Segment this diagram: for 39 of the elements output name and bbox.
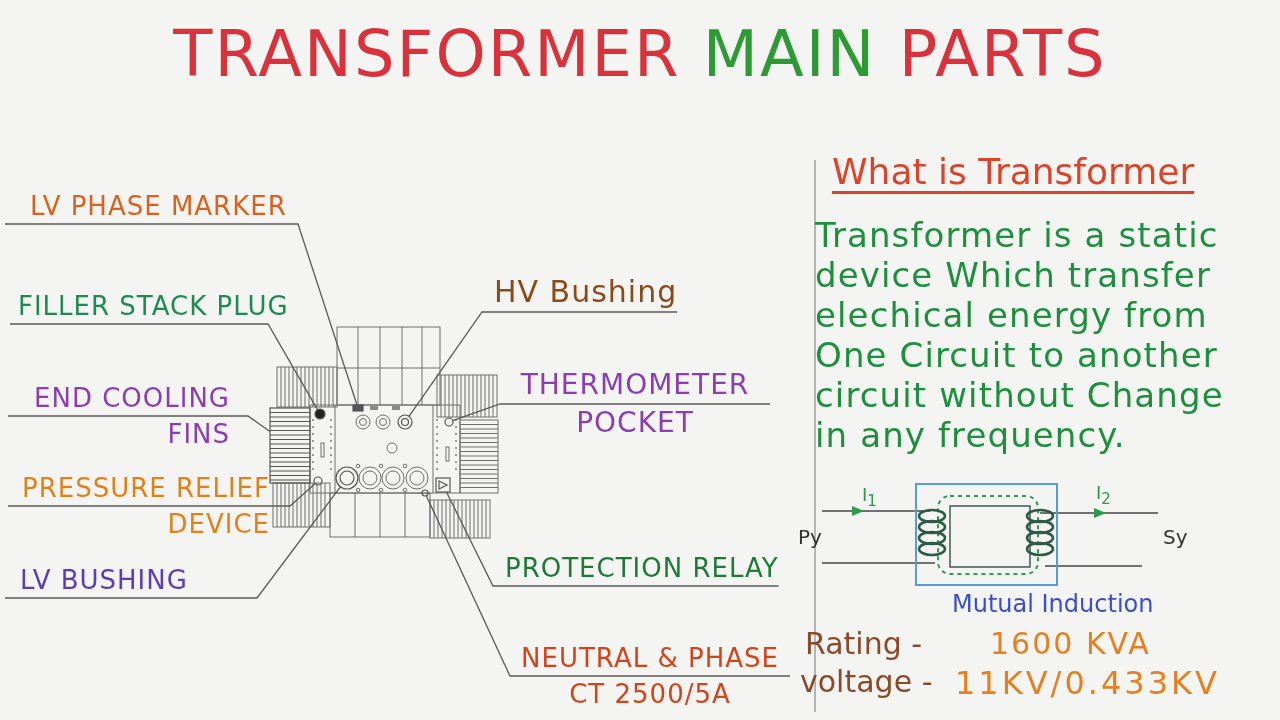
part-label: FILLER STACK PLUG [10, 288, 289, 324]
hv-bushing [397, 414, 413, 430]
part-label: LV BUSHING [5, 562, 188, 598]
voltage-label: voltage - [800, 664, 933, 700]
winding-label: Py [798, 525, 822, 549]
title-heading: TRANSFORMER MAIN PARTS [173, 16, 1107, 93]
current-label: I$_{1}$ [862, 484, 877, 510]
protection-relay [435, 477, 451, 493]
cooling-fins [269, 407, 311, 484]
leader-line [4, 486, 342, 599]
leader-line [445, 491, 780, 587]
part-label: PROTECTION RELAY [493, 550, 779, 586]
relief-device [313, 476, 323, 486]
leader-line [452, 403, 771, 422]
part-label: LV PHASE MARKER [5, 188, 287, 224]
part-label: PRESSURE RELIEF DEVICE [8, 470, 270, 542]
current-transformer [421, 489, 429, 497]
part-label: HV Bushing [482, 272, 678, 312]
section-heading: What is Transformer [832, 150, 1195, 194]
rating-label: Rating - [805, 626, 923, 662]
leader-line [4, 223, 358, 406]
part-label: THERMOMETER POCKET [500, 366, 770, 442]
winding-label: Sy [1163, 525, 1188, 549]
leader-line [9, 323, 319, 411]
part-label: NEUTRAL & PHASE CT 2500/5A [510, 640, 790, 712]
voltage-value: 11KV/0.433KV [955, 664, 1220, 703]
filler-plug [314, 408, 326, 420]
leader-line [425, 495, 791, 677]
figure-caption: Mutual Induction [952, 590, 1154, 619]
lv-bushing [335, 466, 359, 490]
current-label: I$_{2}$ [1096, 482, 1111, 508]
description-text: Transformer is a static device Which transfer elechical energy from One Circuit to another circuit without Change in any frequency. [815, 215, 1225, 455]
rating-value: 1600 KVA [990, 626, 1151, 662]
leader-line [7, 483, 316, 507]
thermometer-pocket [444, 417, 454, 427]
leader-line [7, 415, 271, 433]
phase-marker [352, 404, 364, 412]
part-label: END COOLING FINS [8, 380, 230, 452]
leader-line [408, 311, 678, 417]
